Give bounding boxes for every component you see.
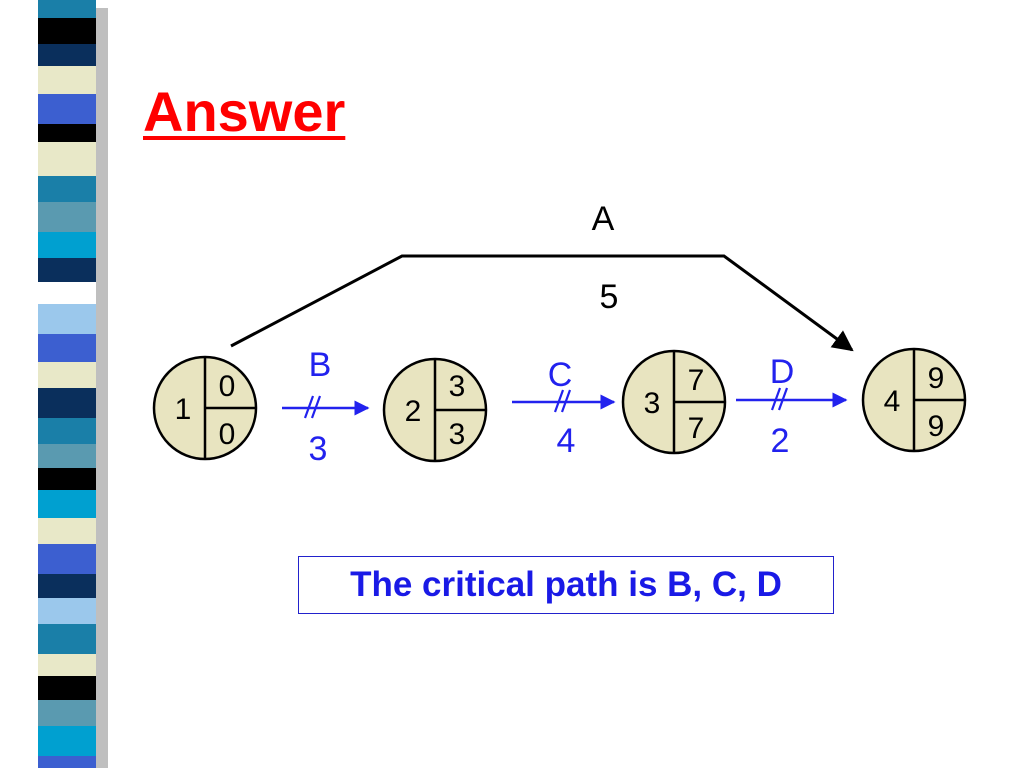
stripe-block <box>38 18 96 44</box>
critical-path-statement: The critical path is B, C, D <box>298 556 834 614</box>
node-2-earliest: 3 <box>449 370 466 403</box>
activity-c-critical-mark <box>553 389 572 413</box>
stripe-block <box>38 0 96 18</box>
stripe-block <box>38 282 96 304</box>
stripe-block <box>38 362 96 388</box>
node-2-id: 2 <box>405 395 422 428</box>
activity-d-name: D <box>770 353 795 391</box>
node-1-latest: 0 <box>219 418 236 451</box>
stripe-block <box>38 490 96 518</box>
node-3-earliest: 7 <box>688 364 705 397</box>
stripe-block <box>38 598 96 624</box>
node-1-earliest: 0 <box>219 370 236 403</box>
stripe-block <box>38 176 96 202</box>
node-3-latest: 7 <box>688 412 705 445</box>
stripe-block <box>38 444 96 468</box>
node-4-earliest: 9 <box>928 362 945 395</box>
stripe-block <box>38 544 96 574</box>
node-4-latest: 9 <box>928 410 945 443</box>
node-2-latest: 3 <box>449 418 466 451</box>
node-2: 2 3 3 <box>382 357 488 463</box>
slide-title: Answer <box>143 80 346 143</box>
stripe-block <box>38 202 96 232</box>
stripe-block <box>38 334 96 362</box>
stripe-block <box>38 574 96 598</box>
activity-a-arrow <box>230 254 854 352</box>
stripe-block <box>38 258 96 282</box>
node-1: 1 0 0 <box>152 355 258 461</box>
stripe-blocks <box>38 0 96 768</box>
stripe-block <box>38 388 96 418</box>
stripe-block <box>38 418 96 444</box>
activity-c: C 4 <box>512 356 616 460</box>
stripe-block <box>38 66 96 94</box>
activity-d-critical-mark <box>770 387 789 411</box>
node-4-id: 4 <box>884 385 901 418</box>
stripe-block <box>38 700 96 726</box>
stripe-block <box>38 756 96 768</box>
decorative-stripe <box>38 0 108 768</box>
node-3: 3 7 7 <box>621 349 727 455</box>
activity-d: D 2 <box>736 353 848 460</box>
stripe-block <box>38 44 96 66</box>
node-1-id: 1 <box>175 393 192 426</box>
stripe-block <box>38 518 96 544</box>
node-4: 4 9 9 <box>861 347 967 453</box>
stripe-block <box>38 232 96 258</box>
activity-c-name: C <box>548 356 573 394</box>
activity-a-duration: 5 <box>600 278 619 316</box>
stripe-block <box>38 142 96 176</box>
stripe-block <box>38 654 96 676</box>
activity-a-name: A <box>592 200 615 238</box>
stripe-block <box>38 468 96 490</box>
activity-b: B 3 <box>282 346 370 468</box>
node-3-id: 3 <box>644 387 661 420</box>
stripe-block <box>38 726 96 756</box>
stripe-block <box>38 304 96 334</box>
activity-b-name: B <box>309 346 332 384</box>
activity-b-duration: 3 <box>309 430 328 468</box>
stripe-block <box>38 94 96 124</box>
activity-a: A 5 <box>230 200 854 352</box>
activity-b-critical-mark <box>303 395 322 419</box>
activity-c-duration: 4 <box>557 422 576 460</box>
stripe-block <box>38 676 96 700</box>
stripe-block <box>38 124 96 142</box>
activity-d-duration: 2 <box>771 422 790 460</box>
stripe-block <box>38 624 96 654</box>
